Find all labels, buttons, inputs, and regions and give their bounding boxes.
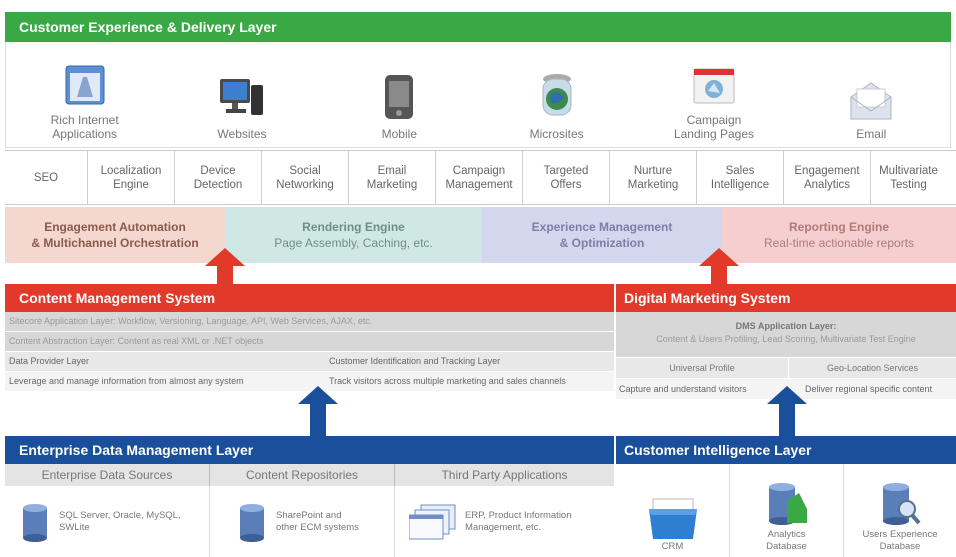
engine-engagement-automation: Engagement Automation & Multichannel Orc…	[5, 207, 225, 263]
computer-icon	[219, 79, 263, 115]
engine-subtitle: Page Assembly, Caching, etc.	[274, 236, 433, 250]
engine-experience-management: Experience Management & Optimization	[482, 207, 722, 263]
engine-rendering: Rendering Engine Page Assembly, Caching,…	[225, 207, 482, 263]
envelope-icon	[850, 82, 892, 120]
service-localization: Localization Engine	[88, 151, 175, 204]
cil-item-label: Analytics Database	[766, 529, 807, 552]
channel-microsites: Microsites	[478, 42, 635, 147]
channel-label: Microsites	[529, 127, 584, 141]
crm-folder-icon	[648, 498, 697, 539]
edm-headers-row: Enterprise Data Sources Content Reposito…	[5, 464, 614, 486]
service-multivariate-testing: Multivariate Testing	[879, 164, 938, 191]
service-social-networking: Social Networking	[262, 151, 349, 204]
edm-store-third-party: ERP, Product Information Management, etc…	[395, 486, 614, 557]
engine-title: Experience Management	[531, 220, 673, 234]
cms-row-abstraction: Content Abstraction Layer: Content as re…	[5, 332, 614, 352]
app-windows-icon	[409, 504, 456, 539]
cms-row-right-label: Customer Identification and Tracking Lay…	[329, 356, 501, 366]
service-engagement-analytics: Engagement Analytics	[784, 151, 871, 204]
dms-title: Digital Marketing System	[624, 290, 791, 306]
dms-app-subtitle: Content & Users Profiling, Lead Scoring,…	[656, 334, 916, 344]
cms-row-leverage: Leverage and manage information from alm…	[5, 372, 614, 392]
cil-item-label: Users Experience Database	[862, 529, 938, 552]
channel-rich-internet-apps: Rich Internet Applications	[6, 42, 163, 147]
dms-row-profile: Universal Profile Geo-Location Services	[616, 358, 956, 379]
channel-label: Rich Internet Applications	[50, 113, 119, 141]
database-icon	[240, 503, 264, 542]
cms-title: Content Management System	[19, 290, 216, 306]
service-nurture-marketing: Nurture Marketing	[610, 151, 697, 204]
analytics-database-icon	[768, 483, 807, 525]
edm-store-text: SQL Server, Oracle, MySQL, SWLite	[59, 509, 181, 533]
dms-geo-location: Geo-Location Services	[826, 363, 919, 373]
globe-jar-icon	[542, 74, 572, 116]
channel-label: Email	[856, 127, 887, 141]
customer-layer-title: Customer Experience & Delivery Layer	[19, 19, 277, 35]
service-targeted-offers: Targeted Offers	[523, 151, 610, 204]
cms-row-right-label: Track visitors across multiple marketing…	[329, 376, 566, 386]
channel-label: Websites	[217, 127, 267, 141]
edm-stores-row: SQL Server, Oracle, MySQL, SWLite ShareP…	[5, 486, 614, 557]
edm-title: Enterprise Data Management Layer	[19, 442, 254, 458]
dms-capture-visitors: Capture and understand visitors	[619, 384, 747, 394]
channel-websites: Websites	[163, 42, 320, 147]
channel-label: Campaign Landing Pages	[673, 113, 755, 141]
cms-row-label: Leverage and manage information from alm…	[9, 376, 244, 386]
service-campaign-management: Campaign Management	[436, 151, 523, 204]
engine-subtitle: & Optimization	[559, 236, 645, 250]
dms-regional-content: Deliver regional specific content	[805, 384, 933, 394]
dms-app-layer: DMS Application Layer: Content & Users P…	[616, 312, 956, 358]
channel-label: Mobile	[381, 127, 417, 141]
engine-subtitle: Real-time actionable reports	[763, 236, 915, 250]
engine-title: Engagement Automation	[44, 220, 186, 234]
cms-header: Content Management System	[5, 284, 614, 312]
dms-header: Digital Marketing System	[616, 284, 956, 312]
edm-col-header: Third Party Applications	[441, 468, 568, 482]
edm-up-arrow	[298, 386, 338, 438]
services-row: SEO Localization Engine Device Detection…	[5, 150, 956, 205]
cil-items-row: CRM Analytics Database Users Experience …	[616, 464, 956, 557]
cil-item-crm: CRM	[616, 464, 730, 557]
cil-up-arrow	[767, 386, 807, 438]
cms-body: Sitecore Application Layer: Workflow, Ve…	[5, 312, 614, 408]
cil-header: Customer Intelligence Layer	[616, 436, 956, 464]
cil-title: Customer Intelligence Layer	[624, 442, 812, 458]
rich-internet-app-icon	[65, 65, 105, 105]
service-device-detection: Device Detection	[175, 151, 262, 204]
dms-body: DMS Application Layer: Content & Users P…	[616, 312, 956, 408]
cms-row-application: Sitecore Application Layer: Workflow, Ve…	[5, 312, 614, 332]
dms-universal-profile: Universal Profile	[616, 358, 789, 378]
cil-item-analytics-db: Analytics Database	[730, 464, 844, 557]
service-seo: SEO	[5, 151, 88, 204]
service-sales-intelligence: Sales Intelligence	[697, 151, 784, 204]
database-icon	[23, 503, 47, 542]
edm-col-header: Content Repositories	[210, 464, 395, 486]
cms-up-arrow	[205, 248, 245, 286]
edm-store-enterprise-sources: SQL Server, Oracle, MySQL, SWLite	[5, 486, 210, 557]
edm-header: Enterprise Data Management Layer	[5, 436, 614, 464]
edm-store-text: SharePoint and other ECM systems	[276, 509, 359, 533]
cms-row-label: Data Provider Layer	[9, 356, 90, 366]
engine-title: Rendering Engine	[302, 220, 405, 234]
dms-app-title: DMS Application Layer:	[735, 321, 837, 331]
dms-up-arrow	[699, 248, 739, 286]
engine-reporting: Reporting Engine Real-time actionable re…	[722, 207, 956, 263]
cil-item-label: CRM	[661, 541, 684, 552]
channel-mobile: Mobile	[321, 42, 478, 147]
engine-title: Reporting Engine	[789, 220, 889, 234]
channel-landing-pages: Campaign Landing Pages	[635, 42, 792, 147]
cil-item-user-db: Users Experience Database	[844, 464, 956, 557]
channels-panel: Rich Internet Applications Websites Mobi…	[5, 42, 951, 148]
edm-store-content-repos: SharePoint and other ECM systems	[210, 486, 395, 557]
mobile-device-icon	[385, 75, 414, 119]
user-database-icon	[883, 483, 921, 525]
edm-col-header: Enterprise Data Sources	[5, 464, 210, 486]
engine-subtitle: & Multichannel Orchestration	[31, 236, 199, 250]
landing-page-icon	[693, 68, 735, 104]
cms-row-data-provider: Data Provider Layer Customer Identificat…	[5, 352, 614, 372]
customer-layer-header: Customer Experience & Delivery Layer	[5, 12, 951, 42]
service-email-marketing: Email Marketing	[349, 151, 436, 204]
edm-store-text: ERP, Product Information Management, etc…	[465, 509, 572, 533]
channel-email: Email	[793, 42, 950, 147]
